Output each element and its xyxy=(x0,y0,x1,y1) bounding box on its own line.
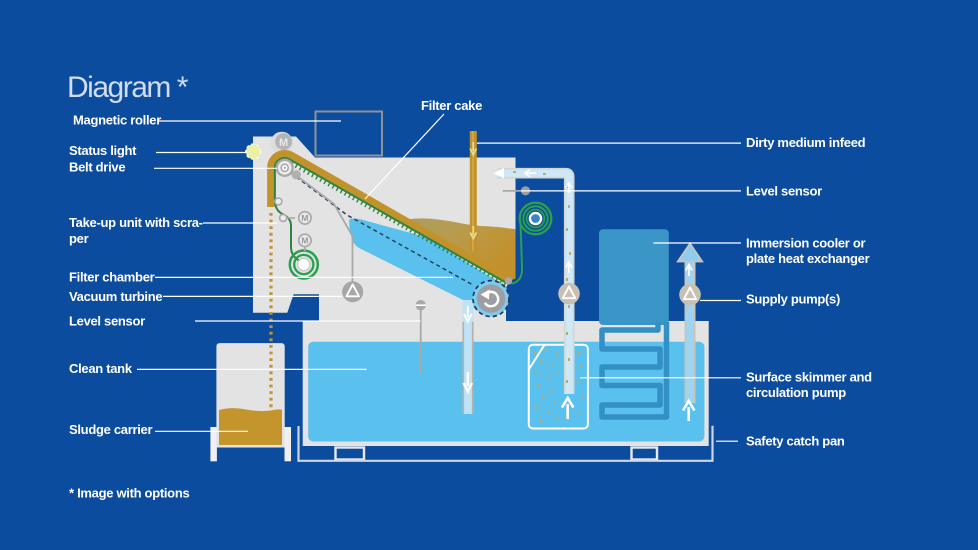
svg-text:Dirty medium infeed: Dirty medium infeed xyxy=(746,135,866,150)
svg-text:Magnetic roller: Magnetic roller xyxy=(73,112,161,127)
svg-text:Filter chamber: Filter chamber xyxy=(69,270,155,285)
svg-text:Status light: Status light xyxy=(69,143,137,158)
svg-text:Diagram *: Diagram * xyxy=(67,71,189,104)
svg-text:Vacuum turbine: Vacuum turbine xyxy=(69,289,162,304)
svg-text:Safety catch pan: Safety catch pan xyxy=(746,434,845,449)
svg-text:Level sensor: Level sensor xyxy=(746,184,822,199)
svg-text:Belt drive: Belt drive xyxy=(69,159,125,174)
svg-text:Take-up unit with scra-: Take-up unit with scra- xyxy=(69,215,203,230)
svg-text:circulation pump: circulation pump xyxy=(746,385,846,400)
svg-text:* Image with options: * Image with options xyxy=(69,486,189,501)
svg-text:Supply pump(s): Supply pump(s) xyxy=(746,292,840,307)
svg-text:M: M xyxy=(301,213,308,223)
svg-text:Clean tank: Clean tank xyxy=(69,361,133,376)
svg-text:plate heat exchanger: plate heat exchanger xyxy=(746,251,870,266)
svg-text:Filter cake: Filter cake xyxy=(421,98,482,113)
svg-text:per: per xyxy=(69,231,89,246)
svg-text:M: M xyxy=(301,236,308,246)
svg-text:Level sensor: Level sensor xyxy=(69,314,145,329)
svg-text:Immersion cooler or: Immersion cooler or xyxy=(746,236,866,251)
svg-text:M: M xyxy=(279,137,288,149)
svg-text:Surface skimmer and: Surface skimmer and xyxy=(746,370,872,385)
svg-text:Sludge carrier: Sludge carrier xyxy=(69,422,152,437)
